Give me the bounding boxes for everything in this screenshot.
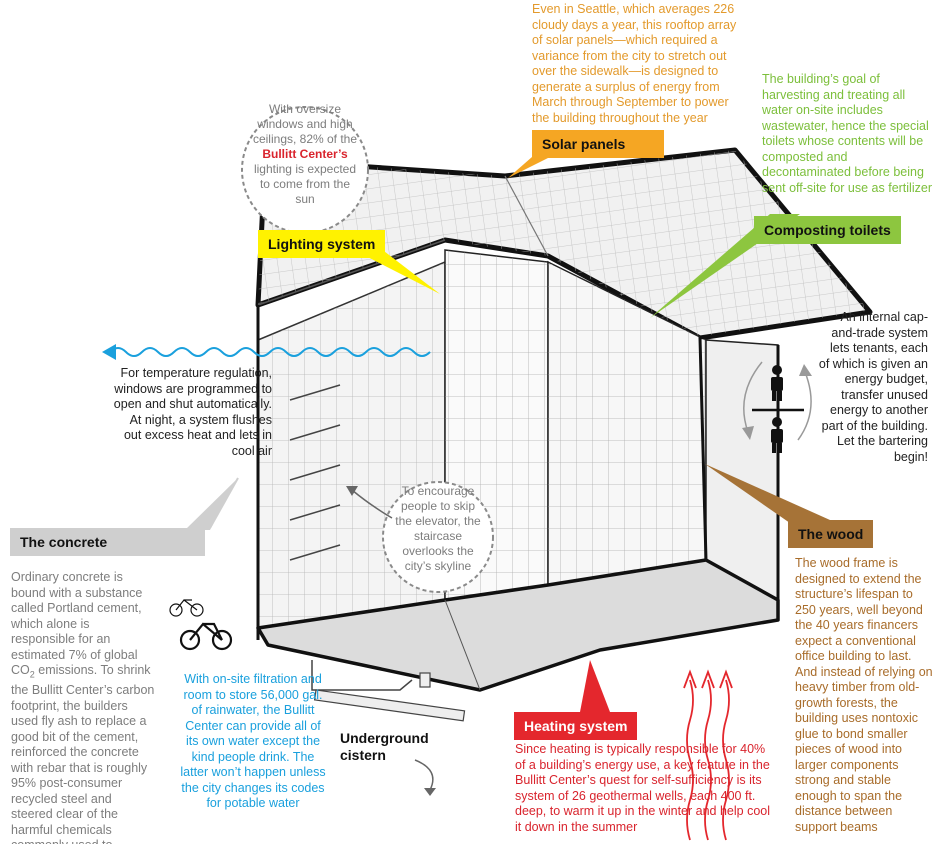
concrete-text-pre: Ordinary concrete is bound with a substa… <box>11 570 143 677</box>
cap-trade-text: An internal cap-and-trade system lets te… <box>818 310 928 464</box>
compost-label: Composting toilets <box>754 216 901 244</box>
wood-text: The wood frame is designed to extend the… <box>795 556 933 834</box>
concrete-text: Ordinary concrete is bound with a substa… <box>11 570 156 844</box>
cistern-label: Underground cistern <box>340 730 429 763</box>
person-icon <box>771 365 783 453</box>
solar-text: Even in Seattle, which averages 226 clou… <box>532 2 737 125</box>
concrete-text-sub: 2 <box>29 669 35 680</box>
lighting-text: With oversize windows and high ceilings,… <box>250 102 360 207</box>
lighting-text-pre: With oversize windows and high ceilings,… <box>252 102 358 146</box>
concrete-text-post: emissions. To shrink the Bullitt Center’… <box>11 663 155 844</box>
heat-wave-icon <box>683 669 733 841</box>
solar-label: Solar panels <box>532 130 664 158</box>
lighting-text-brand: Bullitt Center’s <box>262 147 348 161</box>
cistern-pipes <box>311 660 466 796</box>
staircase-text: To encourage people to skip the elevator… <box>395 484 481 573</box>
heating-label: Heating system <box>514 712 638 740</box>
bicycle-icon <box>169 599 233 651</box>
compost-text: The building’s goal of harvesting and tr… <box>762 72 932 195</box>
concrete-label: The concrete <box>10 528 205 556</box>
staircase-circle <box>382 481 494 593</box>
lighting-text-post: lighting is expected to come from the su… <box>253 162 357 206</box>
windows-text: For temperature regulation, windows are … <box>113 366 272 458</box>
air-flow-arrow-icon <box>102 344 431 360</box>
heating-text: Since heating is typically responsible f… <box>515 742 771 834</box>
solar-roof <box>255 147 873 341</box>
staircase-arrow <box>351 489 393 519</box>
wood-label: The wood <box>788 520 874 548</box>
lighting-label: Lighting system <box>258 230 386 258</box>
concrete-label-text: The concrete <box>20 534 108 550</box>
cistern-text: With on-site filtration and room to stor… <box>180 672 326 810</box>
cap-trade-icon <box>742 361 812 441</box>
